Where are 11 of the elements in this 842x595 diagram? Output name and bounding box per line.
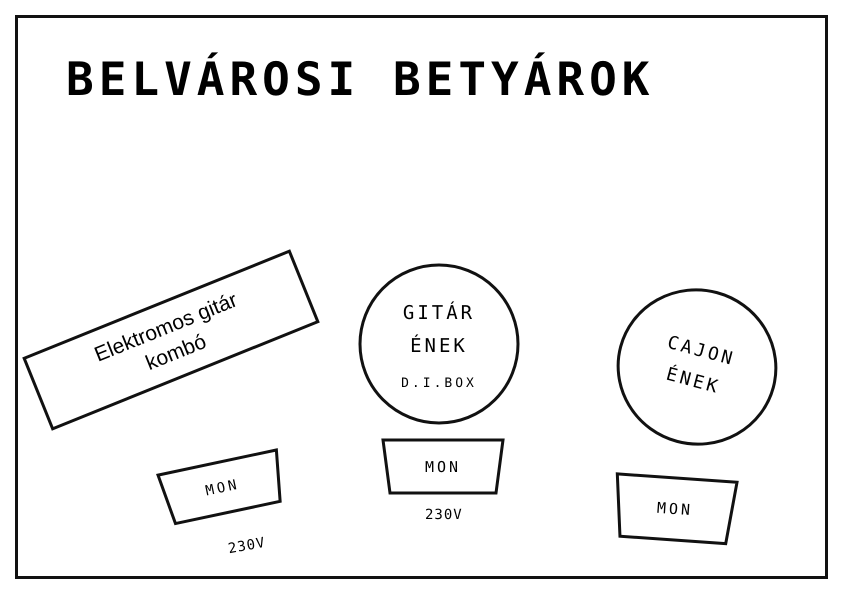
title: BELVÁROSI BETYÁROK [66, 52, 654, 106]
instrument-label: MON [424, 458, 462, 476]
equipment-note: D.I.BOX [401, 376, 477, 391]
power-note: 230V [226, 534, 267, 558]
instrument-label: MON [656, 498, 694, 520]
vocal-circle [358, 263, 520, 425]
monitor-wedge [381, 438, 505, 495]
instrument-label: GITÁR ÉNEK [402, 300, 476, 358]
instrument-label: MON [204, 476, 241, 499]
instrument-label: CAJON ÉNEK [662, 331, 738, 400]
power-note: 230V [425, 507, 463, 523]
